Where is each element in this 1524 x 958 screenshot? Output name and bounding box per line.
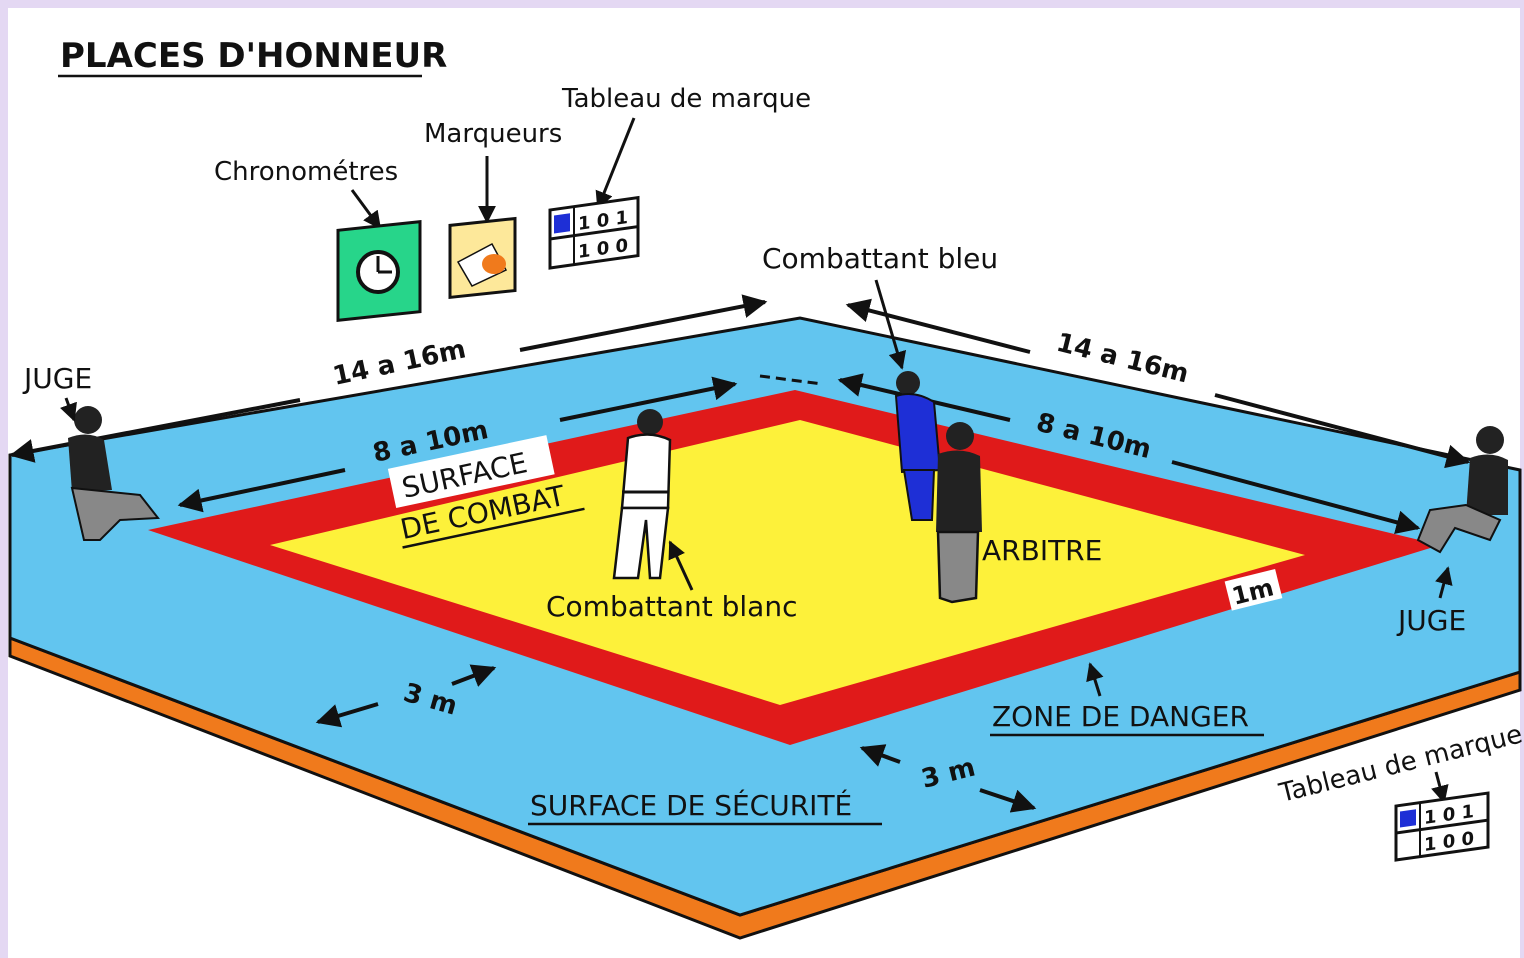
arrow-juge-right — [1435, 566, 1453, 599]
arrow-tableau-top — [595, 117, 636, 210]
dim-outer-left-arrow-a — [9, 398, 301, 463]
three-m-right-arrow-a — [859, 744, 901, 767]
dim-inner-left-arrow-b — [559, 376, 738, 422]
one-m-label: 1m — [1224, 568, 1283, 611]
surface-securite-label: SURFACE DE SÉCURITÉ — [530, 788, 852, 822]
arrow-zone-danger — [1086, 662, 1104, 697]
dim-inner-tick-top — [759, 374, 823, 386]
arrow-chronometres — [350, 189, 382, 230]
label-chronometres: Chronométres — [214, 157, 398, 187]
label-marqueurs: Marqueurs — [424, 119, 562, 149]
arrow-combattant-blanc — [668, 540, 694, 591]
arrow-juge-left — [60, 397, 77, 422]
zone-danger-label: ZONE DE DANGER — [992, 700, 1249, 733]
scoreboard-bottom: 1 0 1 1 0 0 — [1394, 791, 1490, 862]
page-title: PLACES D'HONNEUR — [60, 36, 447, 76]
label-tableau-top: Tableau de marque — [561, 84, 811, 114]
dim-outer-right-arrow-a — [845, 298, 1031, 354]
scoreboard-top: 1 0 1 1 0 0 — [548, 195, 640, 270]
combattant-bleu-label: Combattant bleu — [762, 242, 998, 275]
white-fighter-figure — [612, 409, 672, 580]
three-m-right-arrow-b — [979, 788, 1037, 813]
dim-outer-right-arrow-b — [1214, 393, 1471, 469]
marker-icon — [456, 242, 508, 287]
judge-right-figure — [1416, 426, 1508, 554]
clock-icon — [356, 250, 400, 294]
three-m-left-arrow-a — [451, 664, 497, 687]
referee-figure — [936, 422, 982, 604]
arbitre-label: ARBITRE — [982, 534, 1102, 567]
arrow-combattant-bleu — [874, 279, 907, 370]
judge-left-figure — [68, 406, 160, 541]
blue-fighter-figure — [894, 371, 942, 521]
combattant-blanc-label: Combattant blanc — [546, 590, 797, 623]
dim-outer-left-arrow-b — [519, 294, 768, 352]
arrow-tableau-bottom — [1431, 771, 1449, 804]
contest-area — [270, 420, 1305, 705]
three-m-left-arrow-b — [315, 702, 379, 728]
dim-inner-right-arrow-b — [1171, 460, 1421, 534]
dim-inner-left-arrow-a — [177, 468, 346, 513]
juge-left-label: JUGE — [22, 362, 92, 395]
juge-right-label: JUGE — [1396, 604, 1466, 637]
